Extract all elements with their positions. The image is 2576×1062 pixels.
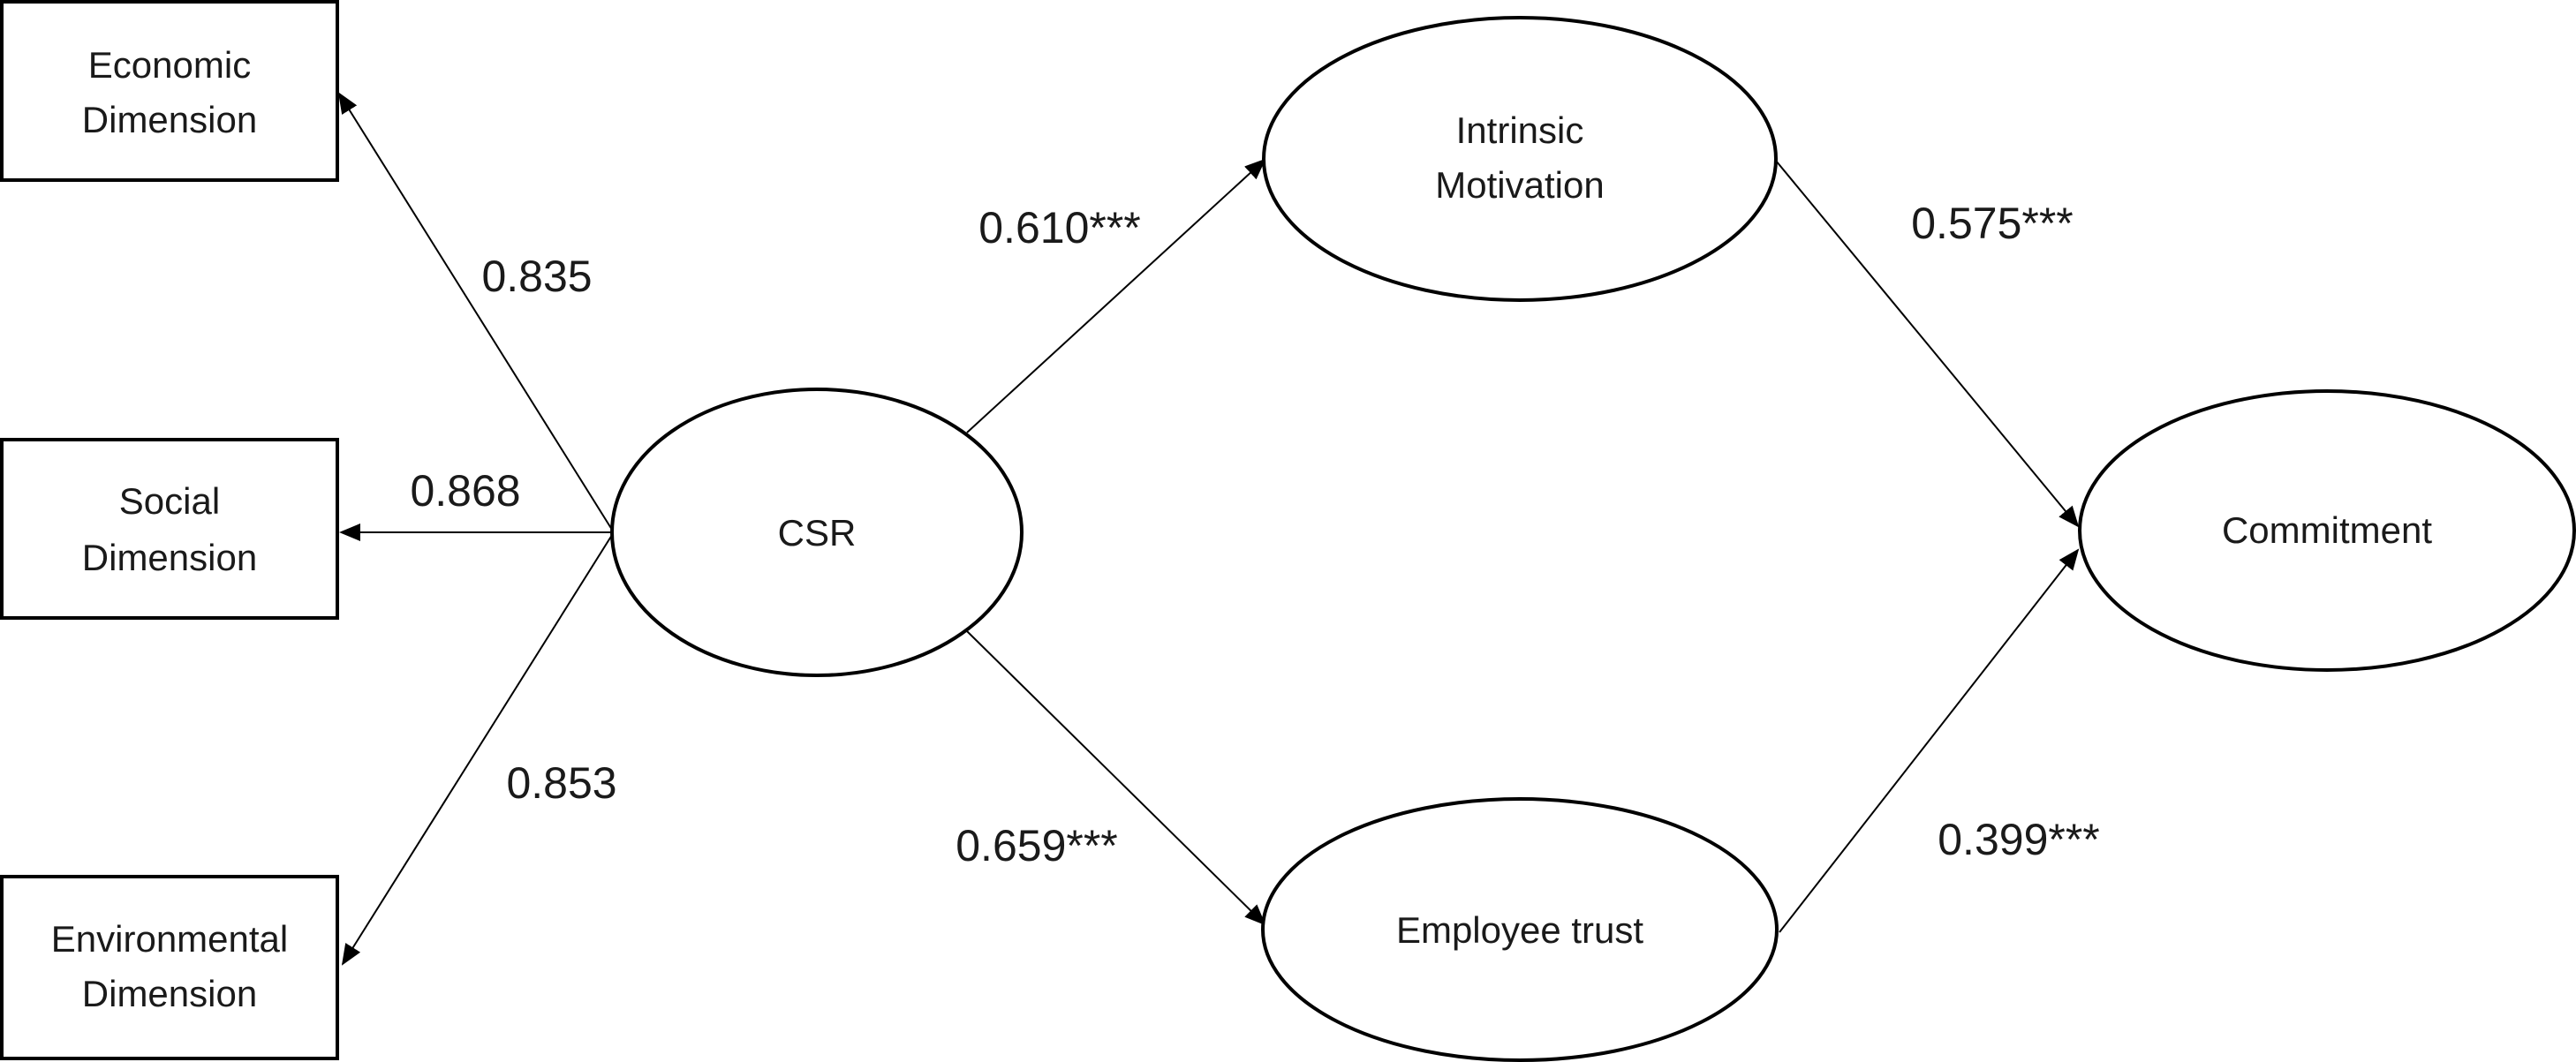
coef-csr-economic: 0.835 bbox=[481, 252, 592, 301]
environmental-dimension-line1: Environmental bbox=[51, 918, 288, 960]
commitment-label: Commitment bbox=[2222, 509, 2432, 551]
edge-intrinsic-commitment bbox=[1775, 160, 2080, 528]
social-dimension-box: Social Dimension bbox=[0, 438, 339, 620]
csr-label: CSR bbox=[778, 512, 857, 554]
edge-csr-economic bbox=[337, 92, 613, 531]
edge-trust-commitment bbox=[1779, 548, 2080, 933]
intrinsic-motivation-ellipse: Intrinsic Motivation bbox=[1262, 16, 1778, 302]
edge-csr-environmental bbox=[341, 534, 613, 966]
coef-intrinsic-commitment: 0.575*** bbox=[1911, 199, 2074, 248]
employee-trust-label: Employee trust bbox=[1396, 909, 1643, 951]
environmental-dimension-line2: Dimension bbox=[82, 973, 257, 1014]
coef-csr-intrinsic: 0.610*** bbox=[978, 203, 1141, 252]
intrinsic-motivation-line1: Intrinsic bbox=[1456, 109, 1584, 151]
environmental-dimension-box: Environmental Dimension bbox=[0, 875, 339, 1060]
intrinsic-motivation-line2: Motivation bbox=[1435, 164, 1604, 206]
social-dimension-line1: Social bbox=[119, 480, 220, 522]
edge-csr-trust bbox=[966, 630, 1266, 926]
coef-csr-environmental: 0.853 bbox=[506, 758, 616, 808]
edge-csr-intrinsic bbox=[966, 158, 1266, 433]
coef-csr-social: 0.868 bbox=[410, 466, 520, 516]
coef-csr-trust: 0.659*** bbox=[956, 821, 1118, 870]
social-dimension-line2: Dimension bbox=[82, 537, 257, 578]
commitment-ellipse: Commitment bbox=[2078, 389, 2576, 672]
economic-dimension-line2: Dimension bbox=[82, 99, 257, 140]
csr-ellipse: CSR bbox=[610, 388, 1024, 677]
employee-trust-ellipse: Employee trust bbox=[1261, 797, 1779, 1062]
coef-trust-commitment: 0.399*** bbox=[1938, 815, 2100, 864]
economic-dimension-box: Economic Dimension bbox=[0, 0, 339, 182]
economic-dimension-line1: Economic bbox=[88, 44, 251, 86]
